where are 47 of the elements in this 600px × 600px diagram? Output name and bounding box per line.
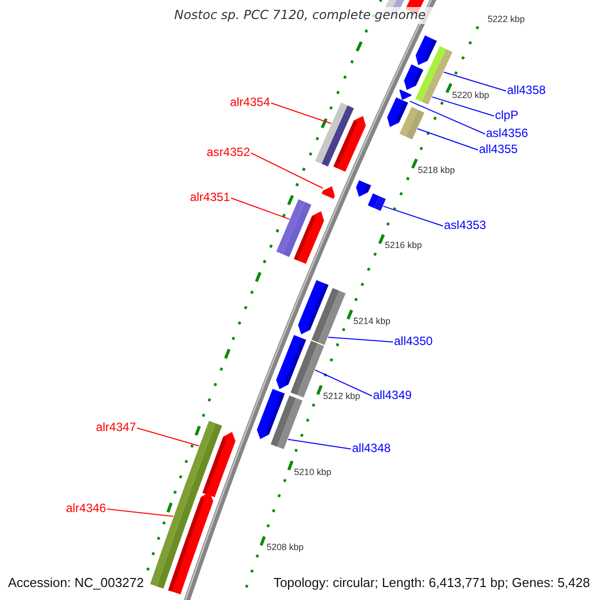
gene-label: asl4356 bbox=[486, 127, 528, 139]
gene-label: asl4353 bbox=[444, 219, 486, 231]
leader-line bbox=[432, 96, 494, 116]
leader-line bbox=[417, 128, 478, 150]
gene-label: alr4347 bbox=[96, 421, 136, 433]
gene-feature bbox=[387, 97, 424, 140]
scale-label: 5222 kbp bbox=[488, 15, 525, 24]
leader-line bbox=[136, 428, 200, 446]
gene-label: alr4354 bbox=[230, 96, 270, 108]
gene-feature bbox=[399, 89, 412, 100]
gene-label: all4355 bbox=[479, 143, 518, 155]
scale-label: 5214 kbp bbox=[353, 316, 390, 326]
scale-label: 5208 kbp bbox=[266, 542, 304, 552]
scale-label: 5216 kbp bbox=[384, 241, 422, 250]
leader-line bbox=[230, 198, 290, 220]
gene-feature bbox=[416, 35, 453, 80]
gene-label: asr4352 bbox=[206, 146, 250, 158]
gene-label: alr4351 bbox=[190, 191, 230, 203]
accession-text: Accession: NC_003272 bbox=[8, 576, 144, 589]
gene-feature bbox=[276, 199, 324, 264]
gene-label: all4349 bbox=[373, 389, 412, 401]
genome-summary: Topology: circular; Length: 6,413,771 bp; Genes: 5,428 bbox=[273, 576, 590, 589]
gene-feature bbox=[315, 102, 366, 172]
gene-label: all4358 bbox=[507, 84, 546, 96]
gene-feature bbox=[356, 180, 386, 211]
gene-feature bbox=[184, 420, 236, 498]
leader-line bbox=[106, 508, 174, 517]
scale-label: 5210 kbp bbox=[294, 468, 332, 477]
gene-label: all4348 bbox=[352, 442, 391, 454]
gene-label: all4350 bbox=[394, 335, 433, 347]
leader-line bbox=[314, 369, 372, 396]
leader-line bbox=[409, 100, 486, 134]
leader-line bbox=[443, 72, 506, 92]
leader-line bbox=[382, 206, 444, 226]
gene-feature bbox=[256, 388, 302, 450]
scale-label: 5218 kbp bbox=[418, 166, 455, 175]
gene-feature bbox=[298, 280, 346, 345]
gene-feature bbox=[404, 64, 440, 105]
gene-label: clpP bbox=[495, 109, 518, 121]
gene-label: alr4346 bbox=[66, 502, 106, 514]
gene-feature bbox=[276, 335, 324, 398]
scale-label: 5212 kbp bbox=[323, 392, 360, 402]
scale-label: 5220 kbp bbox=[452, 90, 490, 100]
gene-feature bbox=[322, 186, 335, 199]
leader-line bbox=[250, 152, 324, 189]
leader-line bbox=[270, 102, 332, 124]
gene-feature bbox=[150, 483, 214, 594]
